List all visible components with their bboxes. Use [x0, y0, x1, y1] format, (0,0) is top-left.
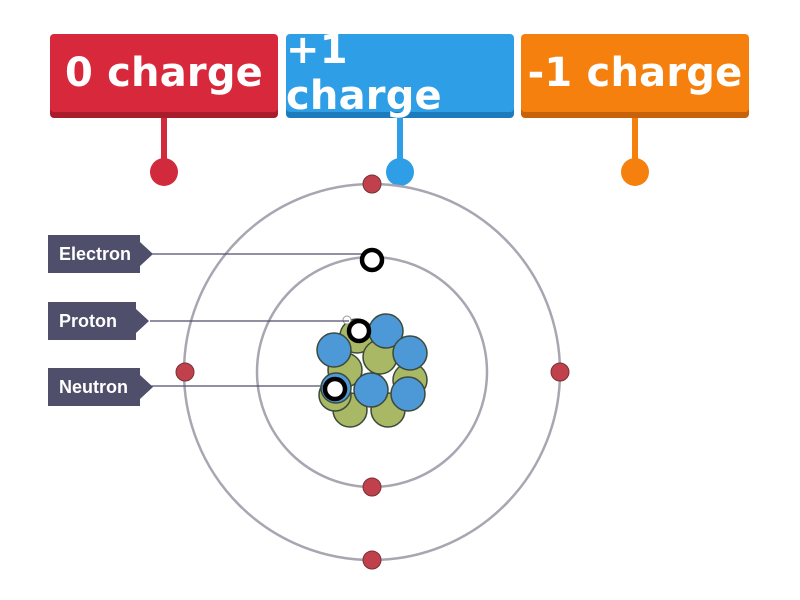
- tile-pin-stem: [397, 118, 403, 164]
- tile-plus-one-charge[interactable]: +1 charge: [286, 27, 514, 186]
- drop-target-proton[interactable]: [346, 318, 372, 344]
- tile-face: +1 charge: [286, 27, 514, 119]
- drop-target-neutron[interactable]: [322, 376, 348, 402]
- tile-face: 0 charge: [50, 34, 278, 112]
- tile-minus-one-charge[interactable]: -1 charge: [521, 34, 749, 186]
- tile-face: -1 charge: [521, 34, 749, 112]
- tile-pin-stem: [632, 118, 638, 164]
- tile-zero-charge[interactable]: 0 charge: [50, 34, 278, 186]
- electron: [175, 362, 195, 382]
- tile-pin-dot: [386, 158, 414, 186]
- neutron-label: Neutron: [48, 368, 153, 406]
- tile-label: +1 charge: [286, 27, 442, 119]
- tile-pin-dot: [150, 158, 178, 186]
- proton: [353, 372, 389, 408]
- electron: [362, 174, 382, 194]
- electron: [362, 550, 382, 570]
- electron: [362, 477, 382, 497]
- tile-label: 0 charge: [64, 50, 264, 96]
- proton-label: Proton: [48, 302, 149, 340]
- proton: [392, 335, 428, 371]
- nucleus-highlight: [342, 315, 352, 325]
- electron: [550, 362, 570, 382]
- electron-label: Electron: [48, 235, 153, 273]
- proton: [390, 376, 426, 412]
- drop-target-electron[interactable]: [359, 247, 385, 273]
- proton: [316, 332, 352, 368]
- tile-pin-dot: [621, 158, 649, 186]
- tile-label: -1 charge: [527, 50, 743, 96]
- tile-pin-stem: [161, 118, 167, 164]
